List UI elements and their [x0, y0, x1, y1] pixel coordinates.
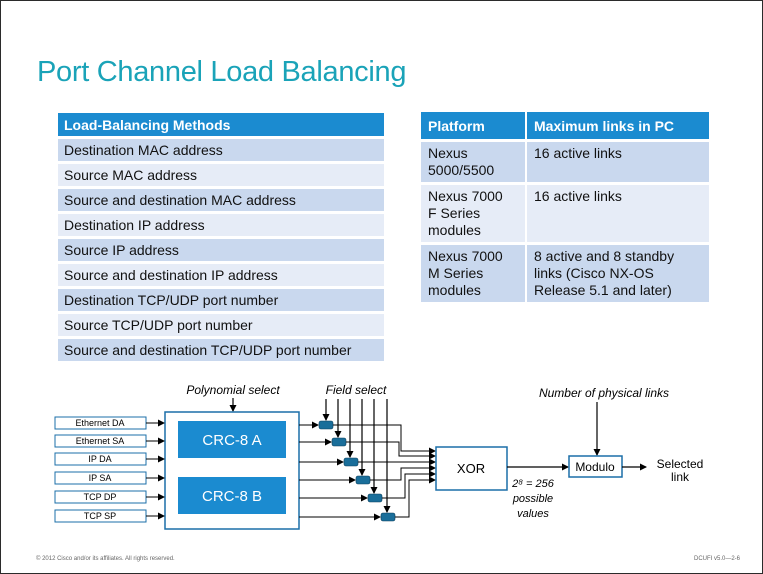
selector-to-xor [346, 441, 436, 460]
method-cell: Source TCP/UDP port number [58, 314, 384, 336]
input-label-ethernet-da: Ethernet DA [75, 418, 124, 428]
selector-to-xor [370, 464, 436, 481]
copyright-footer: © 2012 Cisco and/or its affiliates. All … [36, 556, 175, 562]
crc-8-a-label: CRC-8 A [202, 432, 261, 449]
selector-to-xor [333, 424, 436, 455]
max-links-header: Maximum links in PC [527, 112, 709, 139]
method-cell: Destination TCP/UDP port number [58, 289, 384, 311]
table-row: Destination TCP/UDP port number [58, 289, 384, 311]
table-row: Source and destination MAC address [58, 189, 384, 211]
crc-8-b-box [178, 477, 286, 514]
field-select-label: Field select [326, 383, 387, 397]
selector-to-xor [382, 470, 436, 499]
platform-cell: Nexus 7000 F Series modules [421, 185, 525, 242]
slide-title: Port Channel Load Balancing [37, 56, 407, 88]
modulo-label: Modulo [575, 460, 615, 474]
hashing-diagram: Polynomial select Field select Number of… [54, 383, 704, 530]
max-links-cell: 16 active links [527, 185, 709, 242]
input-label-tcp-dp: TCP DP [84, 492, 117, 502]
crc-8-a-box [178, 421, 286, 458]
max-links-cell: 16 active links [527, 142, 709, 182]
input-label-ip-da: IP DA [88, 454, 111, 464]
field-selector [318, 420, 334, 430]
field-selector [343, 457, 359, 467]
table-row: Destination IP address [58, 214, 384, 236]
platform-header: Platform [421, 112, 525, 139]
table-row: Source and destination IP address [58, 264, 384, 286]
possible-values-line2: possible [512, 493, 553, 505]
table-row: Source MAC address [58, 164, 384, 186]
platform-cell: Nexus 5000/5500 [421, 142, 525, 182]
xor-label: XOR [457, 461, 485, 476]
max-links-cell: 8 active and 8 standby links (Cisco NX-O… [527, 245, 709, 302]
method-cell: Source MAC address [58, 164, 384, 186]
course-code-footer: DCUFI v5.0—2-6 [693, 556, 740, 562]
field-selector [331, 437, 347, 447]
method-cell: Source and destination MAC address [58, 189, 384, 211]
method-cell: Source IP address [58, 239, 384, 261]
method-cell: Source and destination IP address [58, 264, 384, 286]
load-balancing-methods-table: Load-Balancing Methods Destination MAC a… [58, 110, 384, 364]
platform-cell: Nexus 7000 M Series modules [421, 245, 525, 302]
methods-header: Load-Balancing Methods [58, 113, 384, 136]
input-label-tcp-sp: TCP SP [84, 511, 116, 521]
field-selector [355, 475, 371, 485]
platform-table: Platform Maximum links in PC Nexus 5000/… [419, 109, 711, 305]
table-row: Source TCP/UDP port number [58, 314, 384, 336]
selected-link-line2: link [671, 470, 690, 484]
table-row: Nexus 7000 F Series modules 16 active li… [421, 185, 709, 242]
table-row: Destination MAC address [58, 139, 384, 161]
input-label-ip-sa: IP SA [89, 473, 112, 483]
input-label-ethernet-sa: Ethernet SA [76, 436, 125, 446]
table-row: Nexus 7000 M Series modules 8 active and… [421, 245, 709, 302]
field-selector [367, 493, 383, 503]
method-cell: Destination IP address [58, 214, 384, 236]
possible-values-line3: values [517, 508, 549, 520]
table-row: Source IP address [58, 239, 384, 261]
physical-links-label: Number of physical links [539, 386, 669, 400]
crc-8-b-label: CRC-8 B [202, 488, 262, 505]
method-cell: Source and destination TCP/UDP port numb… [58, 339, 384, 361]
selected-link-line1: Selected [657, 457, 704, 471]
table-row: Source and destination TCP/UDP port numb… [58, 339, 384, 361]
possible-values-line1: 2⁸ = 256 [511, 478, 555, 490]
method-cell: Destination MAC address [58, 139, 384, 161]
xor-box [435, 446, 508, 491]
selector-to-xor [395, 476, 436, 518]
field-selector [380, 512, 396, 522]
table-row: Nexus 5000/5500 16 active links [421, 142, 709, 182]
polynomial-select-label: Polynomial select [186, 383, 280, 397]
